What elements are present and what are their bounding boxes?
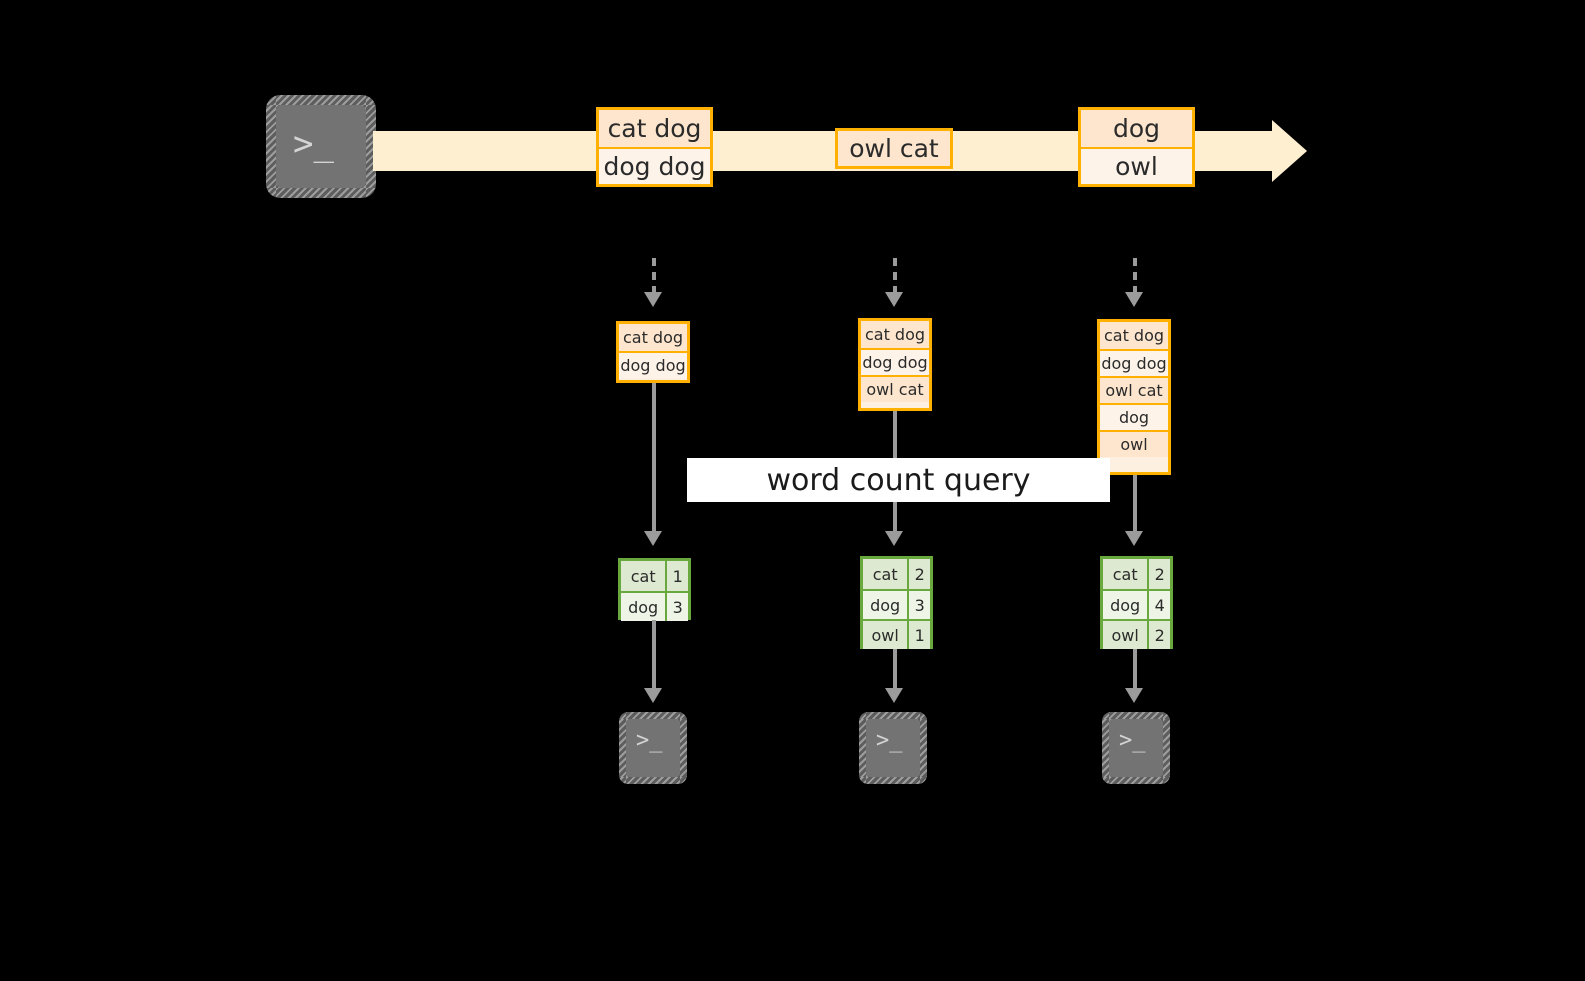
stream-record-line: owl cat xyxy=(838,131,950,166)
sink-arrow-head-3 xyxy=(1125,688,1143,703)
snapshot-2-sink-terminal-icon: >_ xyxy=(859,712,927,784)
snapshot-tap-arrow-3 xyxy=(1133,258,1137,294)
source-terminal-icon: >_ xyxy=(266,95,376,198)
snapshot-tap-arrow-2 xyxy=(893,258,897,294)
snapshot-input-line: dog dog xyxy=(861,348,929,375)
stream-arrow-head-icon xyxy=(1272,120,1307,182)
snapshot-3-sink-terminal-icon: >_ xyxy=(1102,712,1170,784)
terminal-screen xyxy=(626,719,680,777)
stream-record-line: owl xyxy=(1081,147,1192,184)
result-word: dog xyxy=(621,593,666,621)
table-row: owl 2 xyxy=(1103,619,1170,649)
result-word: dog xyxy=(863,591,908,619)
snapshot-tap-arrow-head-1 xyxy=(644,292,662,307)
result-count: 2 xyxy=(1147,559,1170,589)
terminal-prompt-glyph: >_ xyxy=(1119,728,1146,753)
query-arrow-head-2 xyxy=(885,531,903,546)
query-label: word count query xyxy=(687,458,1110,502)
table-row: owl 1 xyxy=(863,619,930,649)
result-count: 1 xyxy=(665,561,688,591)
sink-arrow-head-2 xyxy=(885,688,903,703)
terminal-prompt-glyph: >_ xyxy=(636,728,663,753)
snapshot-2-input-box: cat dog dog dog owl cat xyxy=(858,318,932,411)
table-row: cat 2 xyxy=(863,559,930,589)
result-word: owl xyxy=(863,621,908,649)
result-count: 2 xyxy=(907,559,930,589)
snapshot-1-sink-terminal-icon: >_ xyxy=(619,712,687,784)
snapshot-2-result-table: cat 2 dog 3 owl 1 xyxy=(860,556,933,649)
terminal-screen xyxy=(1109,719,1163,777)
snapshot-3-input-box: cat dog dog dog owl cat dog owl xyxy=(1097,319,1171,475)
result-count: 4 xyxy=(1147,591,1170,619)
snapshot-input-line: dog dog xyxy=(619,351,687,378)
result-count: 3 xyxy=(665,593,688,621)
query-arrow-3 xyxy=(1133,475,1137,533)
stream-record-1: cat dog dog dog xyxy=(596,107,713,187)
snapshot-input-line: dog xyxy=(1100,403,1168,430)
table-row: dog 3 xyxy=(863,589,930,619)
result-word: cat xyxy=(1103,559,1148,589)
snapshot-input-line: owl cat xyxy=(1100,376,1168,403)
snapshot-tap-arrow-1 xyxy=(652,258,656,294)
sink-arrow-3 xyxy=(1133,649,1137,690)
snapshot-input-line: cat dog xyxy=(861,321,929,348)
snapshot-input-line: cat dog xyxy=(1100,322,1168,349)
sink-arrow-1 xyxy=(652,620,656,690)
result-count: 2 xyxy=(1147,621,1170,649)
table-row: dog 4 xyxy=(1103,589,1170,619)
stream-record-line: cat dog xyxy=(599,110,710,147)
sink-arrow-head-1 xyxy=(644,688,662,703)
snapshot-1-result-table: cat 1 dog 3 xyxy=(618,558,691,621)
terminal-screen xyxy=(866,719,920,777)
terminal-prompt-glyph: >_ xyxy=(876,728,903,753)
sink-arrow-2 xyxy=(893,649,897,690)
query-arrow-head-1 xyxy=(644,531,662,546)
stream-record-line: dog xyxy=(1081,110,1192,147)
snapshot-3-result-table: cat 2 dog 4 owl 2 xyxy=(1100,556,1173,649)
snapshot-input-line: cat dog xyxy=(619,324,687,351)
snapshot-input-line: owl xyxy=(1100,430,1168,457)
result-count: 3 xyxy=(907,591,930,619)
result-count: 1 xyxy=(907,621,930,649)
query-arrow-head-3 xyxy=(1125,531,1143,546)
result-word: owl xyxy=(1103,621,1148,649)
snapshot-input-line: dog dog xyxy=(1100,349,1168,376)
table-row: cat 1 xyxy=(621,561,688,591)
snapshot-1-input-box: cat dog dog dog xyxy=(616,321,690,383)
stream-record-line: dog dog xyxy=(599,147,710,184)
terminal-prompt-glyph: >_ xyxy=(293,124,334,164)
stream-record-2: owl cat xyxy=(835,128,953,169)
query-arrow-1 xyxy=(652,383,656,533)
table-row: dog 3 xyxy=(621,591,688,621)
result-word: cat xyxy=(863,559,908,589)
terminal-screen xyxy=(276,105,366,188)
result-word: cat xyxy=(621,561,666,591)
snapshot-tap-arrow-head-3 xyxy=(1125,292,1143,307)
snapshot-input-line: owl cat xyxy=(861,375,929,402)
result-word: dog xyxy=(1103,591,1148,619)
stream-record-3: dog owl xyxy=(1078,107,1195,187)
table-row: cat 2 xyxy=(1103,559,1170,589)
snapshot-tap-arrow-head-2 xyxy=(885,292,903,307)
